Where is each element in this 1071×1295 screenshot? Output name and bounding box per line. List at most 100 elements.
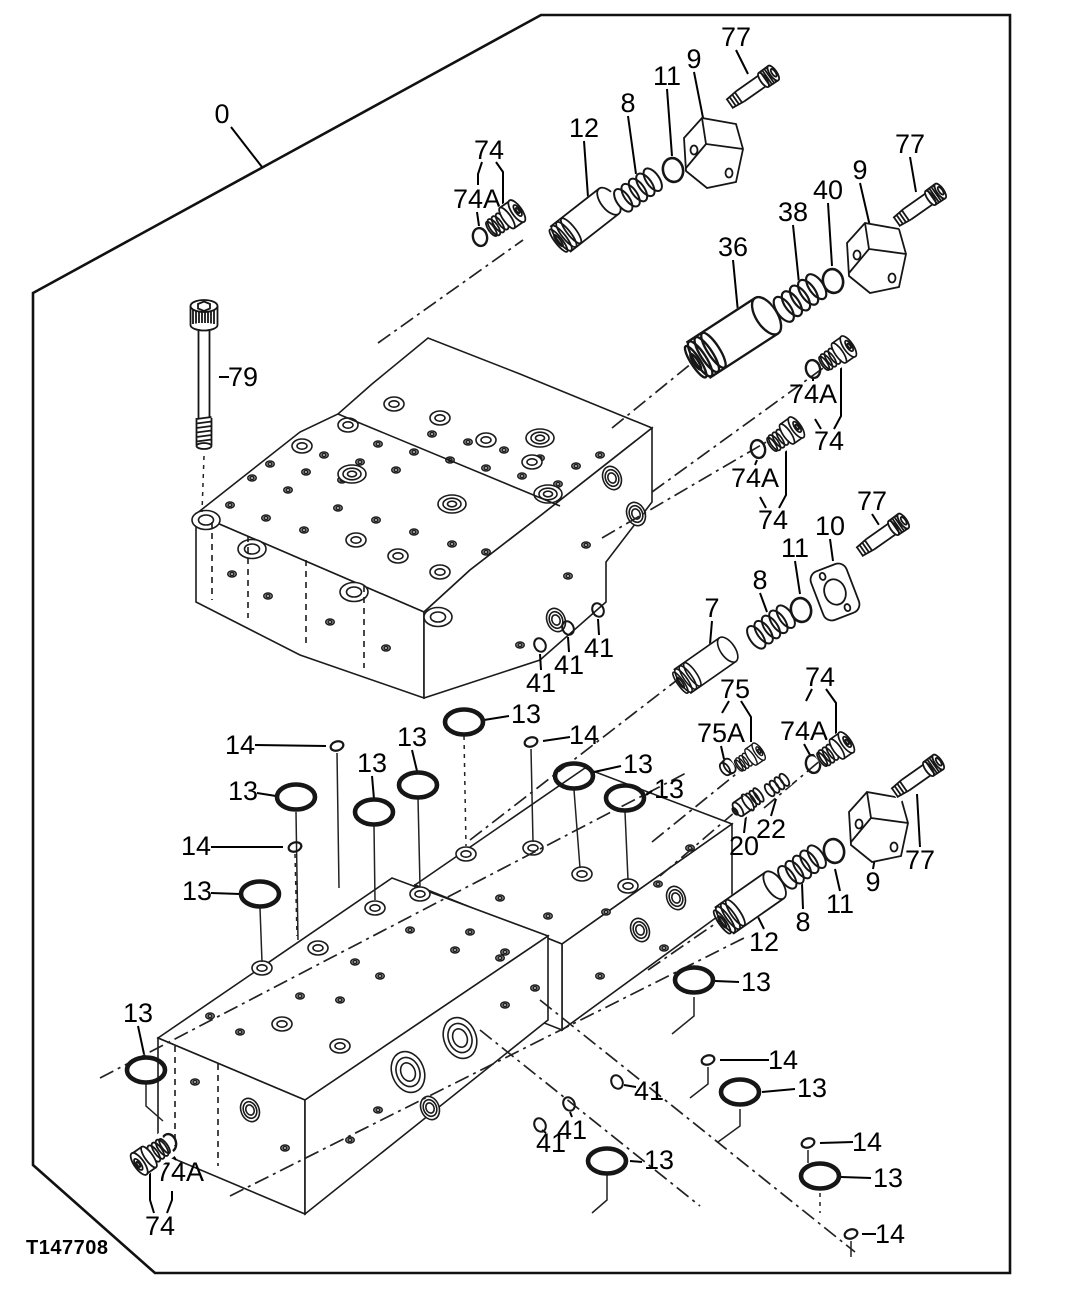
- callout-leader: [735, 49, 749, 75]
- callout-leader: [792, 224, 800, 284]
- body-detail: [571, 866, 593, 882]
- callout-leader: [909, 156, 917, 193]
- screw-77: [888, 178, 951, 233]
- callout-label-40: 40: [813, 175, 843, 205]
- o-ring-74A: [747, 437, 769, 461]
- o-ring-13: [721, 1080, 759, 1105]
- callout-label-13: 13: [644, 1145, 674, 1175]
- cover-9: [848, 791, 909, 863]
- body-detail: [324, 618, 336, 626]
- drop-line: [689, 1067, 709, 1099]
- callout-leader: [743, 815, 747, 834]
- drop-line: [373, 825, 376, 901]
- body-detail: [344, 1136, 356, 1144]
- callout-leader: [256, 792, 277, 797]
- body-detail: [235, 1028, 245, 1036]
- o-ring-13: [675, 968, 713, 993]
- body-detail: [525, 428, 555, 448]
- body-detail: [594, 972, 606, 980]
- callout-label-10: 10: [815, 511, 845, 541]
- body-detail: [499, 1001, 511, 1009]
- body-detail: [404, 926, 416, 934]
- plug-14: [799, 1135, 817, 1151]
- drop-line: [259, 907, 263, 963]
- body-detail: [383, 396, 405, 412]
- callout-leader: [623, 1084, 637, 1088]
- body-detail: [247, 474, 258, 482]
- body-detail: [300, 468, 312, 476]
- callout-leader: [542, 736, 571, 742]
- plug-14: [699, 1052, 717, 1068]
- callout-leader: [627, 115, 637, 175]
- callout-label-20: 20: [729, 831, 759, 861]
- body-detail: [282, 486, 294, 494]
- callout-label-9: 9: [686, 44, 701, 74]
- o-ring-13: [399, 773, 437, 798]
- assembly-axis: [479, 1029, 701, 1207]
- callout-leader: [230, 126, 263, 168]
- callout-label-74A: 74A: [789, 379, 837, 409]
- body-detail: [480, 548, 492, 556]
- callout-label-13: 13: [654, 774, 684, 804]
- body-detail: [279, 1144, 291, 1152]
- plug-14: [522, 734, 540, 750]
- callout-leader: [740, 700, 752, 742]
- o-ring-13: [241, 882, 279, 907]
- callout-label-41: 41: [526, 668, 556, 698]
- body-detail: [372, 440, 384, 448]
- callout-label-41: 41: [557, 1115, 587, 1145]
- body-detail: [455, 846, 477, 862]
- callout-label-77: 77: [895, 129, 925, 159]
- o-ring-13: [445, 710, 483, 735]
- callout-label-75A: 75A: [697, 718, 745, 748]
- screw-77: [851, 508, 914, 563]
- callout-leader: [539, 653, 542, 671]
- body-detail: [529, 984, 541, 992]
- body-detail: [429, 564, 451, 580]
- callout-leader: [476, 211, 480, 227]
- callout-label-14: 14: [181, 831, 211, 861]
- body-detail: [494, 894, 506, 902]
- figure-id: T147708: [26, 1237, 109, 1259]
- body-detail: [329, 1038, 351, 1054]
- drop-line: [717, 1109, 741, 1143]
- callout-label-14: 14: [768, 1045, 798, 1075]
- body-detail: [480, 464, 492, 472]
- assembly-axis: [601, 440, 769, 539]
- body-detail: [190, 1078, 200, 1086]
- drop-line: [201, 455, 205, 513]
- body-detail: [237, 538, 267, 560]
- body-detail: [227, 570, 237, 578]
- callout-label-9: 9: [852, 155, 867, 185]
- assembly-axis: [763, 753, 829, 809]
- callout-leader: [371, 775, 375, 800]
- o-ring-13: [801, 1164, 839, 1189]
- callout-leader: [569, 1111, 573, 1118]
- cover-9: [683, 117, 744, 189]
- callout-leader: [732, 259, 739, 313]
- body-edge: [337, 413, 561, 507]
- body-detail: [499, 948, 511, 956]
- callout-label-14: 14: [569, 720, 599, 750]
- body-detail: [307, 940, 329, 956]
- callout-leader: [593, 765, 622, 773]
- body-detail: [387, 548, 409, 564]
- body-detail: [516, 472, 528, 480]
- assembly-axis: [99, 771, 689, 1079]
- drop-line: [591, 1175, 608, 1214]
- callout-leader: [759, 496, 767, 509]
- callout-label-12: 12: [569, 113, 599, 143]
- callout-leader: [770, 798, 777, 817]
- callout-label-74: 74: [814, 426, 844, 456]
- assembly-axis: [539, 999, 856, 1253]
- callout-leader: [645, 790, 653, 796]
- callout-leader: [714, 980, 740, 983]
- body-detail: [408, 528, 420, 536]
- upper-body-front-face: [195, 512, 425, 700]
- body-detail: [570, 462, 582, 470]
- callout-leader: [801, 882, 804, 910]
- callout-label-38: 38: [778, 197, 808, 227]
- body-detail: [345, 532, 367, 548]
- callout-label-74A: 74A: [731, 463, 779, 493]
